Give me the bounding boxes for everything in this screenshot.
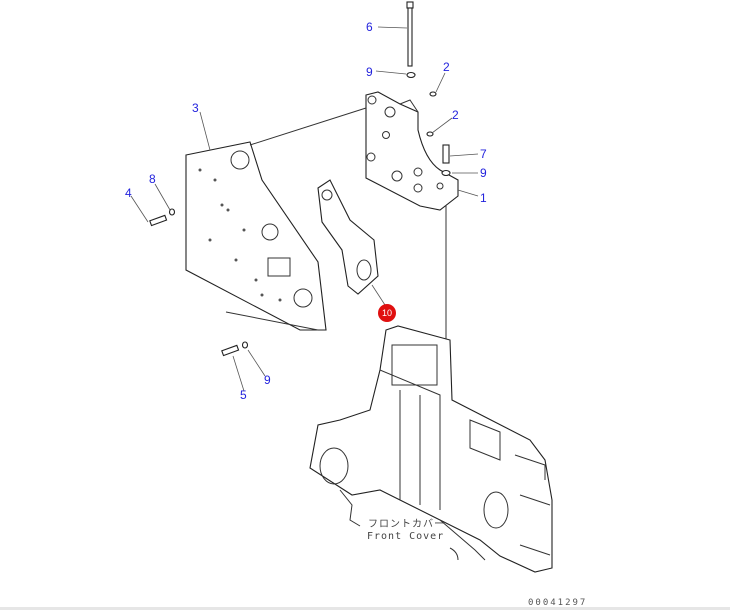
caption-japanese: フロントカバー	[368, 519, 445, 530]
callout-2[interactable]: 2	[443, 60, 450, 74]
plate-3-shape	[185, 141, 327, 331]
bolt-6-shape	[406, 1, 414, 67]
bolt-2b-shape	[426, 131, 434, 137]
washer-9-shape	[406, 71, 416, 79]
callout-9[interactable]: 9	[480, 166, 487, 180]
gasket-10-shape	[317, 179, 379, 295]
callout-1[interactable]: 1	[480, 191, 487, 205]
caption-english: Front Cover	[367, 531, 445, 542]
callout-9[interactable]: 9	[264, 373, 271, 387]
callout-10-highlighted[interactable]: 10	[378, 304, 396, 322]
callout-7[interactable]: 7	[480, 147, 487, 161]
washer-8-shape	[168, 208, 176, 216]
drawing-code: 00041297	[528, 598, 588, 608]
callout-2[interactable]: 2	[452, 108, 459, 122]
callout-8[interactable]: 8	[149, 172, 156, 186]
leader-lines	[130, 26, 479, 392]
washer-9b-shape	[441, 169, 451, 177]
front-cover-shape	[309, 325, 553, 573]
bottom-divider	[0, 607, 730, 610]
bolt-7-shape	[442, 144, 450, 164]
callout-3[interactable]: 3	[192, 101, 199, 115]
bolt-5-shape	[221, 344, 240, 357]
callout-6[interactable]: 6	[366, 20, 373, 34]
callout-9[interactable]: 9	[366, 65, 373, 79]
callout-4[interactable]: 4	[125, 186, 132, 200]
bolt-2a-shape	[429, 91, 437, 97]
callout-5[interactable]: 5	[240, 388, 247, 402]
bolt-4-shape	[149, 214, 168, 227]
washer-9c-shape	[241, 341, 249, 349]
